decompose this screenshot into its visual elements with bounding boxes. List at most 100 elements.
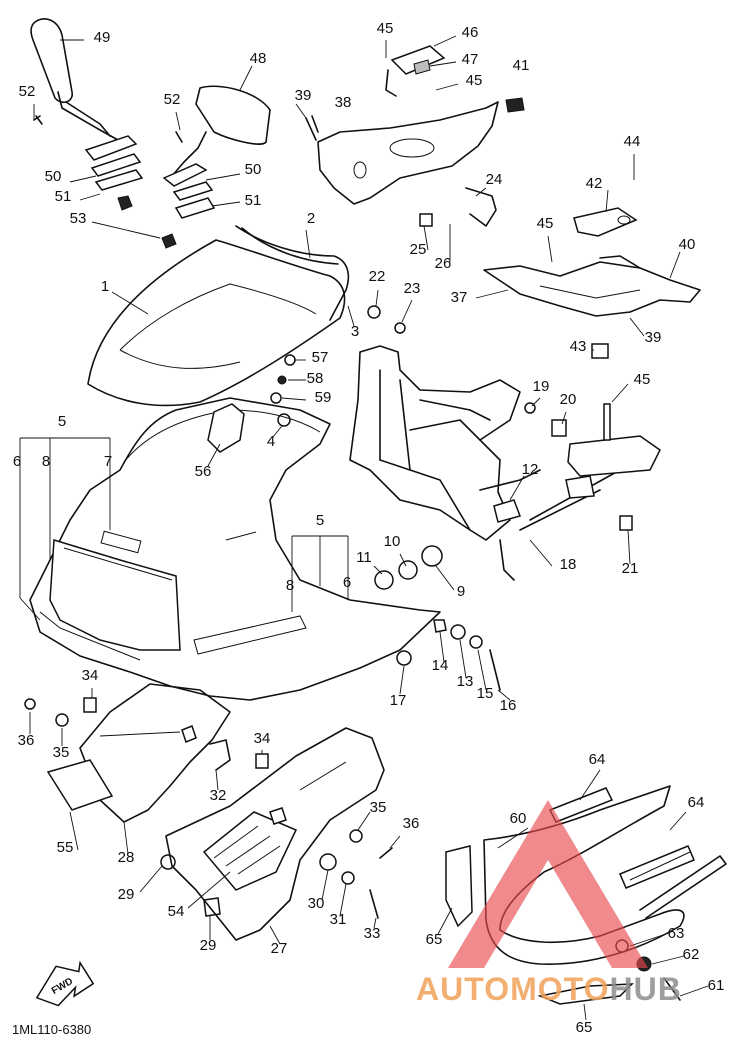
callout-40: 40 <box>679 236 696 253</box>
callout-55: 55 <box>57 839 74 856</box>
callout-60: 60 <box>510 810 527 827</box>
under-cowl <box>445 785 727 1005</box>
callout-45: 45 <box>634 371 651 388</box>
callout-65: 65 <box>426 931 443 948</box>
callout-14: 14 <box>432 657 449 674</box>
callout-59: 59 <box>315 389 332 406</box>
callout-56: 56 <box>195 463 212 480</box>
callout-52: 52 <box>19 83 36 100</box>
callout-45: 45 <box>466 72 483 89</box>
callout-42: 42 <box>586 175 603 192</box>
callout-31: 31 <box>330 911 347 928</box>
callout-30: 30 <box>308 895 325 912</box>
callout-33: 33 <box>364 925 381 942</box>
callout-62: 62 <box>683 946 700 963</box>
lower-cowling-center <box>165 727 385 941</box>
callout-65: 65 <box>576 1019 593 1036</box>
callout-8: 8 <box>42 453 50 470</box>
callout-45: 45 <box>377 20 394 37</box>
callout-35: 35 <box>53 744 70 761</box>
watermark-part2: HUB <box>609 971 681 1007</box>
callout-12: 12 <box>522 461 539 478</box>
callout-21: 21 <box>622 560 639 577</box>
windscreen-1 <box>87 225 350 407</box>
callout-32: 32 <box>210 787 227 804</box>
callout-34: 34 <box>254 730 271 747</box>
cowling-stay-frame <box>349 345 661 581</box>
callout-34: 34 <box>82 667 99 684</box>
callout-64: 64 <box>688 794 705 811</box>
callout-6: 6 <box>343 574 351 591</box>
lower-cowling-left <box>46 683 231 823</box>
callout-51: 51 <box>55 188 72 205</box>
callout-50: 50 <box>45 168 62 185</box>
callout-23: 23 <box>404 280 421 297</box>
callout-35: 35 <box>370 799 387 816</box>
callout-10: 10 <box>384 533 401 550</box>
callout-54: 54 <box>168 903 185 920</box>
callout-20: 20 <box>560 391 577 408</box>
callout-4: 4 <box>267 433 275 450</box>
callout-16: 16 <box>500 697 517 714</box>
callout-61: 61 <box>708 977 725 994</box>
callout-39: 39 <box>295 87 312 104</box>
callout-44: 44 <box>624 133 641 150</box>
callout-6: 6 <box>13 453 21 470</box>
callout-46: 46 <box>462 24 479 41</box>
callout-25: 25 <box>410 241 427 258</box>
callout-45: 45 <box>537 215 554 232</box>
mirror-right <box>161 85 271 249</box>
callout-58: 58 <box>307 370 324 387</box>
callout-29: 29 <box>118 886 135 903</box>
callout-37: 37 <box>451 289 468 306</box>
mirror-left <box>30 18 144 211</box>
callout-43: 43 <box>570 338 587 355</box>
callout-8: 8 <box>286 577 294 594</box>
side-panel-39 <box>483 207 701 317</box>
callout-57: 57 <box>312 349 329 366</box>
callout-47: 47 <box>462 51 479 68</box>
callout-26: 26 <box>435 255 452 272</box>
callout-22: 22 <box>369 268 386 285</box>
callout-11: 11 <box>356 549 372 566</box>
callout-5: 5 <box>316 512 324 529</box>
callout-19: 19 <box>533 378 550 395</box>
callout-48: 48 <box>250 50 267 67</box>
callout-41: 41 <box>513 57 530 74</box>
callout-2: 2 <box>307 210 315 227</box>
watermark: AUTOMOTOHUB <box>416 800 682 1007</box>
callout-1: 1 <box>101 278 109 295</box>
upper-cowling <box>29 397 441 701</box>
callout-29: 29 <box>200 937 217 954</box>
callout-5: 5 <box>58 413 66 430</box>
callout-39: 39 <box>645 329 662 346</box>
callout-28: 28 <box>118 849 135 866</box>
watermark-logo-icon <box>448 800 648 968</box>
callout-15: 15 <box>477 685 494 702</box>
callout-53: 53 <box>70 210 87 227</box>
callout-3: 3 <box>351 323 359 340</box>
fasteners <box>24 305 633 919</box>
callout-17: 17 <box>390 692 407 709</box>
callout-13: 13 <box>457 673 474 690</box>
callout-7: 7 <box>104 453 112 470</box>
callout-24: 24 <box>486 171 503 188</box>
diagram-code: 1ML110-6380 <box>12 1022 91 1037</box>
callout-64: 64 <box>589 751 606 768</box>
callout-52: 52 <box>164 91 181 108</box>
callout-50: 50 <box>245 161 262 178</box>
inner-panel-38 <box>305 45 525 227</box>
callout-36: 36 <box>18 732 35 749</box>
watermark-part1: AUTOMOTO <box>416 971 609 1007</box>
callout-18: 18 <box>560 556 577 573</box>
callout-51: 51 <box>245 192 262 209</box>
callout-49: 49 <box>94 29 111 46</box>
fwd-arrow-icon: FWD <box>35 960 95 1007</box>
leader-lines <box>19 35 709 1021</box>
watermark-text: AUTOMOTOHUB <box>416 971 682 1007</box>
callout-63: 63 <box>668 925 685 942</box>
callout-36: 36 <box>403 815 420 832</box>
callout-27: 27 <box>271 940 288 957</box>
